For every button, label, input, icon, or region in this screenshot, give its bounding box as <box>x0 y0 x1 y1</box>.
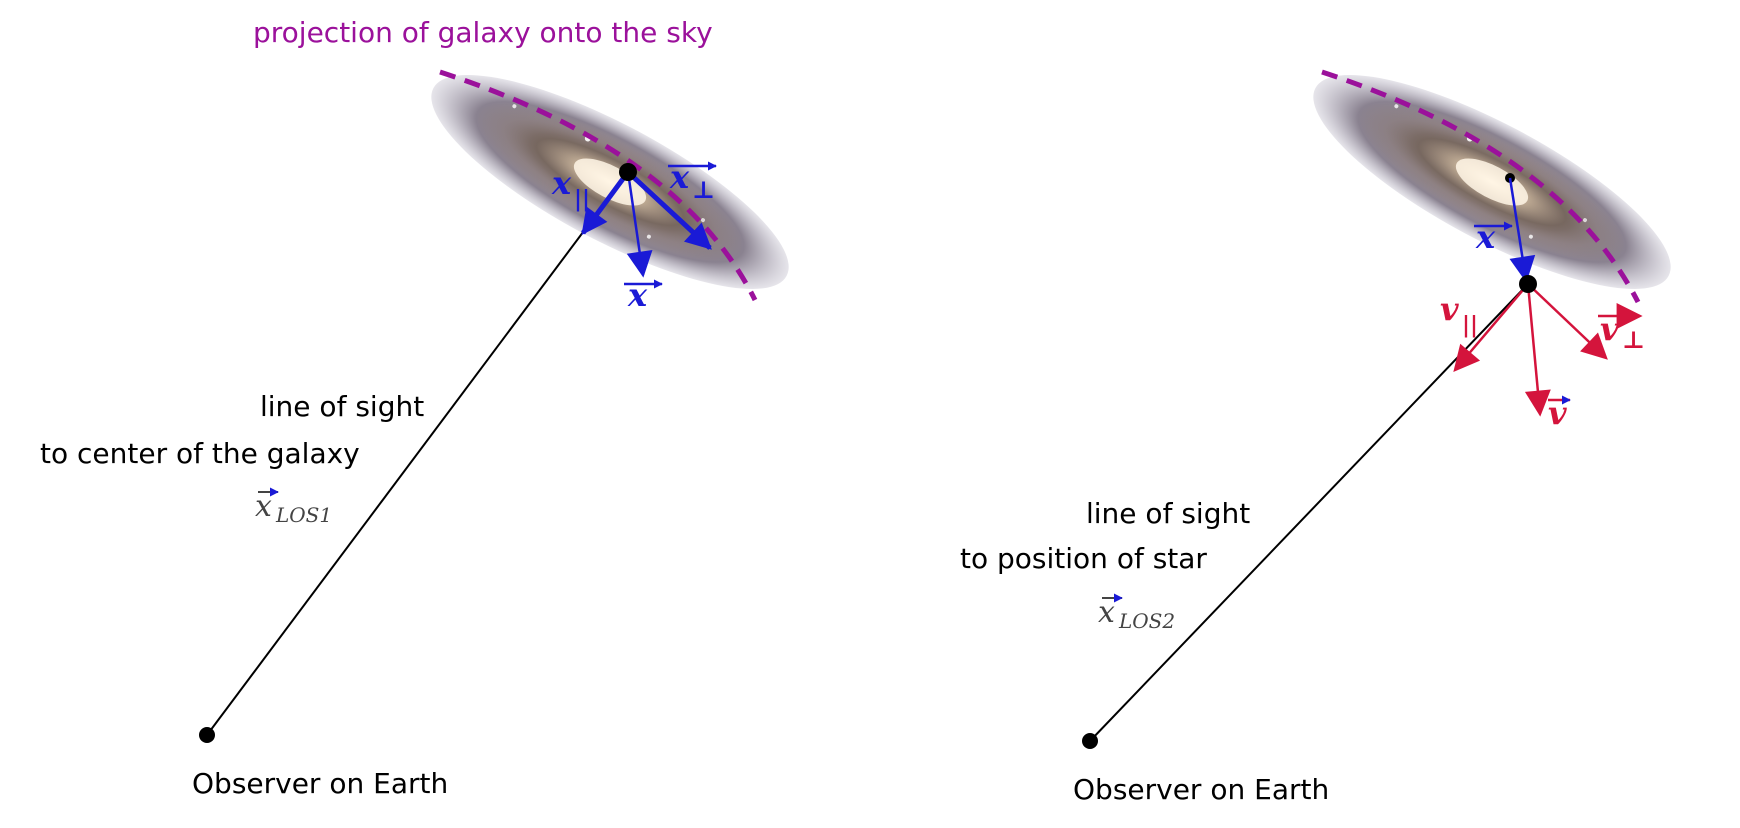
label-x-right: x <box>1474 218 1513 256</box>
svg-text:v: v <box>1440 290 1459 328</box>
svg-text:||: || <box>1462 312 1478 338</box>
line-of-sight-left <box>206 171 629 736</box>
los-label-left-line1: line of sight <box>260 390 424 423</box>
label-v-total-right: v <box>1548 394 1571 432</box>
los-label-right-line2: to position of star <box>960 542 1207 575</box>
projection-title: projection of galaxy onto the sky <box>253 16 713 49</box>
svg-text:⊥: ⊥ <box>692 175 715 204</box>
svg-text:x: x <box>255 489 272 524</box>
svg-text:x: x <box>1098 595 1115 630</box>
svg-text:LOS1: LOS1 <box>275 503 332 527</box>
svg-text:x: x <box>669 158 690 196</box>
svg-text:LOS2: LOS2 <box>1118 609 1175 633</box>
vector-v-parallel-right <box>1453 283 1529 372</box>
label-x-perp-left: x ⊥ <box>668 158 717 204</box>
vector-v-perp-right <box>1527 283 1608 360</box>
svg-text:||: || <box>574 186 590 212</box>
svg-text:v: v <box>1548 394 1567 432</box>
los-symbol-left: x LOS1 <box>255 487 332 527</box>
vector-x-right <box>1508 177 1536 283</box>
vector-x-parallel-left <box>580 170 631 236</box>
projection-arc-left <box>439 69 758 302</box>
right-panel: x v || v ⊥ v line of sight to position o… <box>960 69 1671 806</box>
observer-dot-left <box>199 727 215 743</box>
observer-label-right: Observer on Earth <box>1073 773 1329 806</box>
projection-arc-right <box>1321 69 1641 304</box>
los-label-right-line1: line of sight <box>1086 497 1250 530</box>
label-v-perp-right: v ⊥ <box>1598 303 1645 354</box>
vector-v-right <box>1524 283 1551 417</box>
galaxy-image-right <box>1313 75 1671 289</box>
observer-label-left: Observer on Earth <box>192 767 448 800</box>
svg-text:x: x <box>1475 218 1496 256</box>
svg-text:x: x <box>551 164 572 202</box>
svg-text:v: v <box>1600 310 1619 348</box>
vector-x-left <box>626 171 653 278</box>
label-x-total-left: x <box>624 276 663 314</box>
los-symbol-right: x LOS2 <box>1098 593 1175 633</box>
svg-text:x: x <box>627 276 648 314</box>
label-v-parallel-right: v || <box>1440 290 1478 338</box>
label-x-parallel-left: x || <box>551 164 590 212</box>
left-panel: projection of galaxy onto the sky x || <box>40 16 789 800</box>
star-position-dot <box>1519 275 1537 293</box>
los-label-left-line2: to center of the galaxy <box>40 437 360 470</box>
observer-dot-right <box>1082 733 1098 749</box>
svg-text:⊥: ⊥ <box>1622 325 1645 354</box>
vector-x-perp-left <box>626 170 712 250</box>
galaxy-center-dot <box>619 163 637 181</box>
